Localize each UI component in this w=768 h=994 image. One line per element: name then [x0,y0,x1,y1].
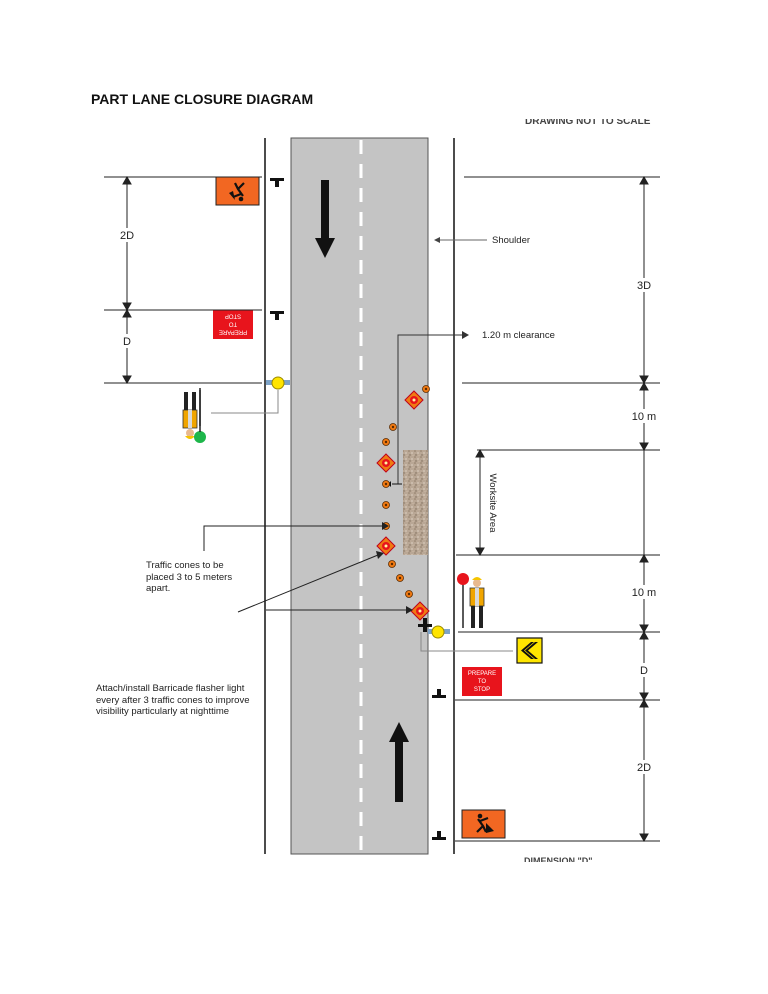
sign-text: STOP [474,687,490,693]
sign-text: STOP [225,313,241,319]
red-paddle-icon [457,573,469,585]
worker-sign-icon [461,809,506,839]
sign-post [270,311,284,320]
drawing-scale-note: DRAWING NOT TO SCALE [525,116,651,127]
sign-text: PREPARE [219,329,247,335]
chevron-pointer [420,632,513,652]
dimension-lines-left [104,175,262,385]
traffic-cone-icon [382,438,390,446]
dim-2d-label: 2D [120,230,134,242]
sign-text: TO [478,679,487,685]
traffic-cone-icon [396,574,404,582]
flagman-icon [182,390,201,439]
worksite-area [403,450,428,555]
barricade-flasher-icon [410,601,430,621]
barricade-flasher-icon [376,536,396,556]
traffic-cone-icon [382,480,390,488]
cones-note: Traffic cones to be placed 3 to 5 meters… [146,560,233,594]
dimension-lines-right [455,175,660,843]
chevron-sign-icon [516,637,543,664]
arrow-icon [315,180,335,258]
clearance-label: 1.20 m clearance [482,330,555,341]
cones-note-leader [203,525,382,551]
warning-light-icon [266,376,290,390]
prepare-to-stop-sign-icon: PREPARE TO STOP [462,667,502,696]
warning-light-icon [428,625,450,639]
dim-10m-label: 10 m [632,587,656,599]
dimension-d-note: DIMENSION "D" [524,856,593,866]
sign-text: PREPARE [468,671,496,677]
prepare-to-stop-sign-icon: PREPARE TO STOP [213,310,253,339]
barricade-flasher-icon [404,390,424,410]
dim-3d-label: 3D [637,280,651,292]
flagman-icon [469,577,485,628]
sign-post [418,618,432,632]
worksite-label: Worksite Area [487,474,498,534]
flasher-note-leader [237,554,379,613]
arrow-icon [389,722,409,802]
worker-sign-icon [215,176,260,206]
traffic-cone-icon [405,590,413,598]
green-paddle-icon [194,431,206,443]
traffic-cone-icon [422,385,430,393]
sign-text: TO [229,321,238,327]
barricade-flasher-icon [376,453,396,473]
dim-10m-label: 10 m [632,411,656,423]
dim-2d-label: 2D [637,762,651,774]
traffic-cone-icon [382,501,390,509]
shoulder-label: Shoulder [492,235,530,246]
page-title: PART LANE CLOSURE DIAGRAM [91,91,314,107]
cone-taper [382,385,430,598]
dim-d-label: D [640,665,648,677]
sign-post [432,831,446,840]
traffic-cone-icon [388,560,396,568]
sign-post [432,689,446,698]
flagman-pointer [211,390,279,414]
traffic-cone-icon [389,423,397,431]
clearance-leader [397,334,462,484]
flasher-note: Attach/install Barricade flasher light e… [96,683,250,717]
dim-d-label: D [123,336,131,348]
sign-post [270,178,284,187]
